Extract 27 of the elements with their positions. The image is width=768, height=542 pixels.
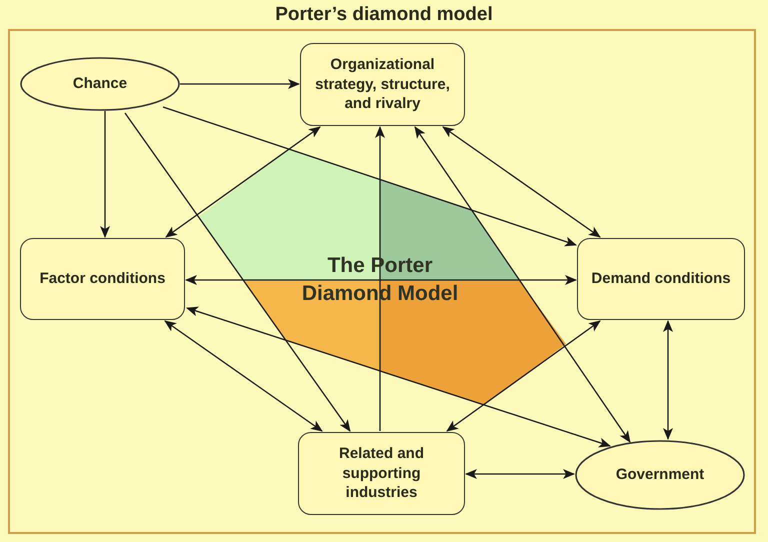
node-label: Factor conditions	[38, 269, 166, 289]
arrow	[124, 112, 351, 432]
factor-ellipse	[20, 57, 180, 111]
arrow	[180, 79, 300, 89]
arrow	[164, 320, 323, 432]
arrow	[100, 111, 110, 238]
arrow	[165, 126, 321, 238]
node-label: Demand conditions	[590, 269, 732, 289]
factor-box	[20, 238, 185, 320]
arrow	[186, 306, 611, 448]
node-label: Organizational strategy, structure, and rivalry	[314, 55, 451, 114]
node-label: Chance	[72, 74, 128, 94]
arrow	[663, 320, 673, 440]
arrow	[375, 126, 385, 431]
arrow	[162, 106, 577, 246]
factor-ellipse	[575, 440, 745, 510]
arrow	[465, 469, 575, 479]
arrow	[446, 320, 601, 432]
arrow	[442, 126, 601, 238]
diagram-title: Porter’s diamond model	[274, 4, 494, 26]
node-label: Related and supporting industries	[338, 444, 426, 503]
node-label: Government	[614, 465, 706, 485]
factor-box	[577, 238, 745, 320]
arrow	[414, 126, 631, 443]
arrow	[185, 275, 577, 285]
factor-box	[300, 43, 465, 126]
factor-box	[298, 432, 465, 515]
